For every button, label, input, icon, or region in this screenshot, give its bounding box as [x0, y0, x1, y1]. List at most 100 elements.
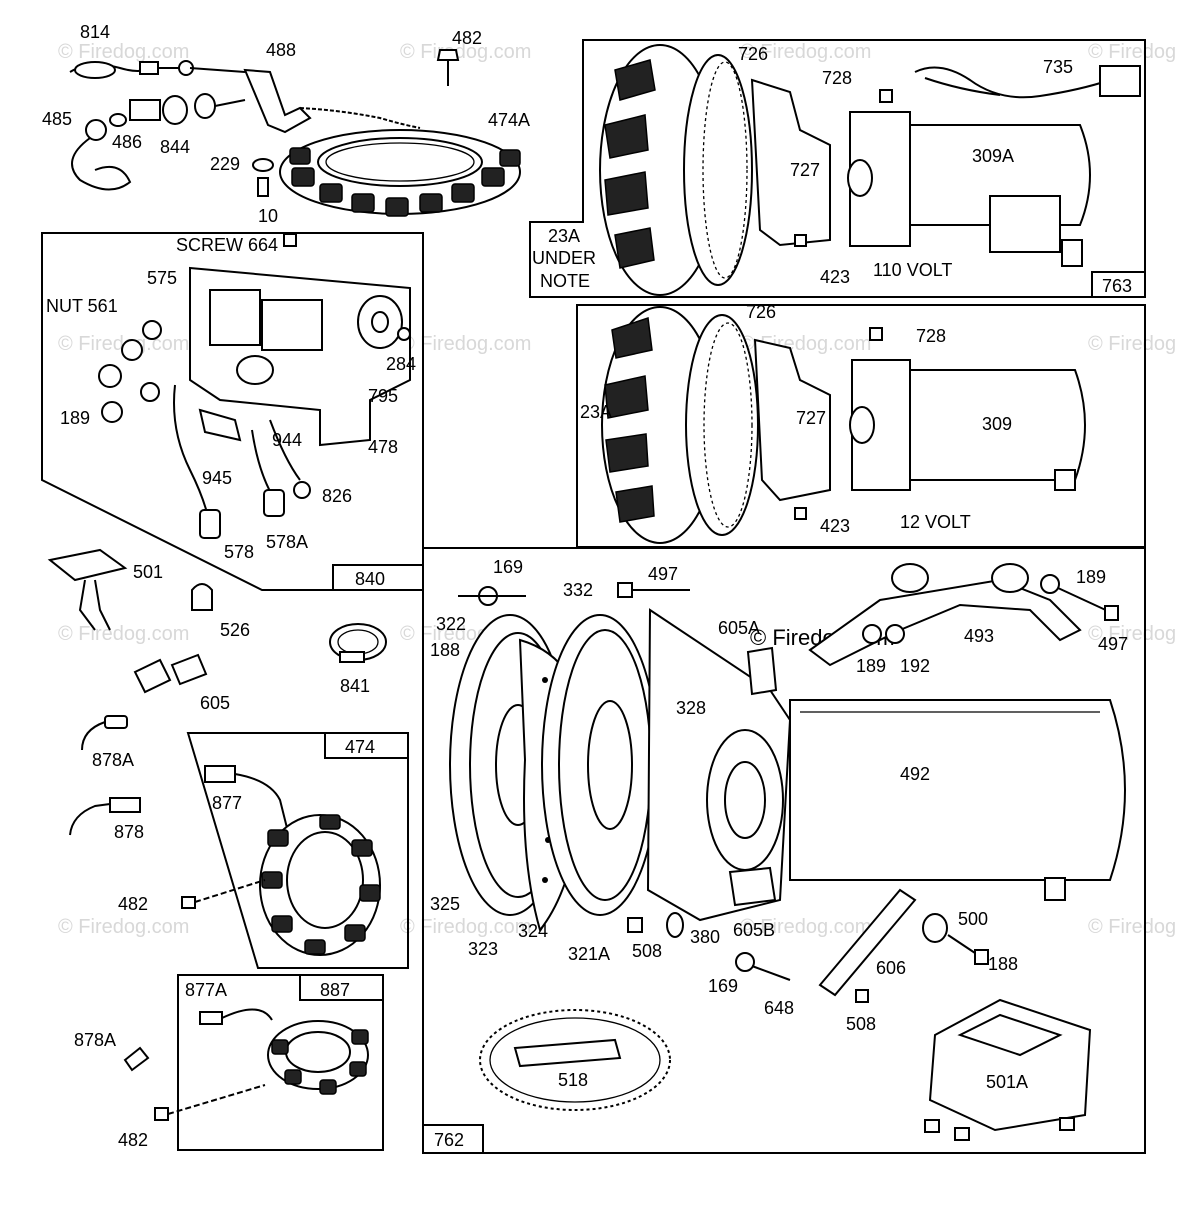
part-label: 727: [790, 160, 820, 180]
part-label: 575: [147, 268, 177, 288]
part-label: 726: [746, 302, 776, 322]
part-label: 878: [114, 822, 144, 842]
part-label: 189: [60, 408, 90, 428]
watermark-text: © Firedog.com: [740, 41, 871, 63]
watermark-text: © Firedog.com: [58, 41, 189, 63]
part-label: 23A: [548, 226, 580, 246]
part-label: 726: [738, 44, 768, 64]
part-label: 189: [1076, 567, 1106, 587]
part-label: 497: [648, 564, 678, 584]
part-label: 328: [676, 698, 706, 718]
part-label: 508: [846, 1014, 876, 1034]
stator-assembly-group: [69, 49, 521, 217]
part-label: 497: [1098, 634, 1128, 654]
part-label: 728: [916, 326, 946, 346]
part-label: 474A: [488, 110, 530, 130]
watermark-text: © Firedog.com: [400, 333, 531, 355]
box-840-regulator-bracket: [41, 232, 424, 591]
watermark-text: © Firedog.com: [58, 916, 189, 938]
box-12-volt-starter: [576, 304, 1146, 548]
part-label: NUT 561: [46, 296, 118, 316]
part-label: 229: [210, 154, 240, 174]
part-label: 493: [964, 626, 994, 646]
watermark-text: © Firedog.com: [400, 916, 531, 938]
part-label: 482: [452, 28, 482, 48]
part-label: 380: [690, 927, 720, 947]
part-label: 605B: [733, 920, 775, 940]
part-label: 887: [320, 980, 350, 1000]
part-label: 735: [1043, 57, 1073, 77]
part-label: 578: [224, 542, 254, 562]
part-label: 878A: [92, 750, 134, 770]
part-label: 284: [386, 354, 416, 374]
part-label: 648: [764, 998, 794, 1018]
part-label: 606: [876, 958, 906, 978]
part-label: 762: [434, 1130, 464, 1150]
part-label: 605A: [718, 618, 760, 638]
watermark-text: © Firedog.com: [1088, 333, 1177, 355]
part-label: 488: [266, 40, 296, 60]
watermark-text: © Firedog.com: [58, 623, 189, 645]
loose-parts-left: [47, 548, 387, 836]
part-label: 309: [982, 414, 1012, 434]
box-887-stator: [123, 974, 384, 1151]
part-label: 169: [493, 557, 523, 577]
part-label: 323: [468, 939, 498, 959]
part-label: 324: [518, 921, 548, 941]
part-label: 325: [430, 894, 460, 914]
watermark-text: © Firedog.com: [1088, 916, 1177, 938]
part-label: 814: [80, 22, 110, 42]
box-762-generator-assembly: [422, 547, 1146, 1154]
part-label: 309A: [972, 146, 1014, 166]
part-label: 877: [212, 793, 242, 813]
part-label: 877A: [185, 980, 227, 1000]
watermark-text: © Firedog.com: [1088, 41, 1177, 63]
part-label: NOTE: [540, 271, 590, 291]
part-label: 192: [900, 656, 930, 676]
part-label: 844: [160, 137, 190, 157]
part-label: 486: [112, 132, 142, 152]
part-label: 526: [220, 620, 250, 640]
part-label: 795: [368, 386, 398, 406]
part-label: 501A: [986, 1072, 1028, 1092]
part-label: UNDER: [532, 248, 596, 268]
part-label: 423: [820, 267, 850, 287]
part-label: 945: [202, 468, 232, 488]
watermark-text: © Firedog.com: [740, 916, 871, 938]
part-labels: 814 488 482 485 486 844 474A 229 10 726 …: [42, 22, 1132, 1150]
part-label: 500: [958, 909, 988, 929]
part-label: 485: [42, 109, 72, 129]
part-label: 727: [796, 408, 826, 428]
part-label: 826: [322, 486, 352, 506]
part-label: 492: [900, 764, 930, 784]
part-label: 482: [118, 894, 148, 914]
part-label: 332: [563, 580, 593, 600]
part-label: 188: [988, 954, 1018, 974]
part-label: 728: [822, 68, 852, 88]
part-label: 578A: [266, 532, 308, 552]
part-label: 169: [708, 976, 738, 996]
part-label: 322: [436, 614, 466, 634]
part-label: 482: [118, 1130, 148, 1150]
part-label: 944: [272, 430, 302, 450]
part-label: 423: [820, 516, 850, 536]
part-label: 10: [258, 206, 278, 226]
part-label: 840: [355, 569, 385, 589]
part-label: SCREW 664: [176, 235, 278, 255]
part-label: 501: [133, 562, 163, 582]
part-label: 189: [856, 656, 886, 676]
part-label: 188: [430, 640, 460, 660]
box-763-110-volt-starter: [529, 39, 1146, 298]
part-label: 478: [368, 437, 398, 457]
part-label: 474: [345, 737, 375, 757]
part-label: 321A: [568, 944, 610, 964]
box-474-stator: [181, 732, 409, 969]
watermark-text: © Firedog.com: [1088, 623, 1177, 645]
part-label: 518: [558, 1070, 588, 1090]
part-label: 763: [1102, 276, 1132, 296]
part-label: 12 VOLT: [900, 512, 971, 532]
part-label: 508: [632, 941, 662, 961]
part-label: 878A: [74, 1030, 116, 1050]
part-label: 110 VOLT: [873, 260, 952, 280]
